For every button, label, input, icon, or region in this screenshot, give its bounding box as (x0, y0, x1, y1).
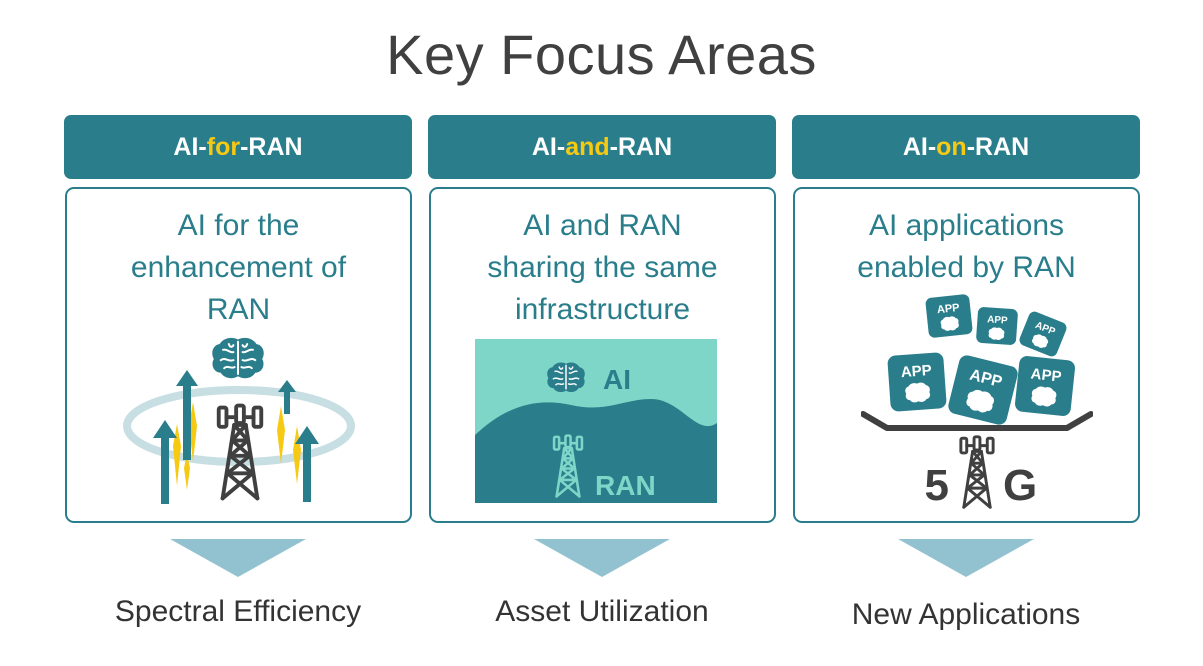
header-suffix: -RAN (966, 132, 1030, 161)
focus-area-ai-and-ran: AI-and-RAN AI and RAN sharing the same i… (428, 0, 776, 666)
description-line: AI for the (177, 209, 300, 242)
app-label: APP (987, 314, 1009, 326)
column-header: AI-on-RAN (792, 115, 1140, 179)
app-label: APP (900, 362, 932, 381)
g-label: G (1003, 461, 1037, 510)
page-title: Key Focus Areas (386, 23, 817, 86)
description-line: AI applications (868, 209, 1065, 242)
app-icon: APP (925, 294, 973, 338)
brain-icon (546, 361, 586, 393)
column-card: AI for the enhancement of RAN (65, 187, 412, 523)
down-arrow-icon (170, 539, 306, 577)
outcome-label: Spectral Efficiency (114, 595, 362, 628)
column-header: AI-for-RAN (64, 115, 412, 179)
header-accent: on (936, 132, 967, 161)
column-card: AI and RAN sharing the same infrastructu… (429, 187, 776, 523)
app-icon: APP (1015, 356, 1075, 416)
header-accent: and (565, 132, 610, 161)
description-line: sharing the same (487, 251, 718, 284)
app-icon: APP (1019, 311, 1067, 357)
app-icon: APP (887, 352, 947, 412)
up-arrow-icons (153, 370, 319, 504)
brain-icon (211, 336, 265, 380)
ai-on-ran-illustration: APP APP APP APP (861, 294, 1093, 510)
header-accent: for (206, 132, 241, 161)
hills-landscape (475, 399, 717, 503)
ai-for-ran-illustration (123, 336, 355, 504)
header-prefix: AI- (173, 132, 207, 161)
description-line: enhancement of (130, 251, 347, 284)
outcome-label: Asset Utilization (495, 595, 709, 628)
column-card: AI applications enabled by RAN APP APP A… (793, 187, 1140, 523)
cell-tower-icon (959, 435, 995, 509)
header-prefix: AI- (902, 132, 937, 161)
app-icon: APP (976, 307, 1018, 345)
description-line: AI and RAN (523, 209, 682, 242)
header-prefix: AI- (531, 132, 566, 161)
ran-label: RAN (595, 470, 656, 501)
down-arrow-icon (898, 539, 1034, 577)
column-header: AI-and-RAN (428, 115, 776, 179)
description-line: RAN (206, 293, 271, 326)
cell-tower-icon (219, 406, 262, 499)
description-line: infrastructure (514, 293, 691, 326)
header-suffix: -RAN (609, 132, 673, 161)
app-icons: APP APP APP APP (887, 294, 1075, 425)
down-arrow-icon (534, 539, 670, 577)
focus-area-ai-for-ran: AI-for-RAN AI for the enhancement of RAN (64, 0, 412, 666)
column-description: AI for the enhancement of RAN (77, 205, 400, 331)
tray-icon (861, 411, 1093, 431)
five-label: 5 (925, 461, 949, 510)
ai-and-ran-illustration: AI RAN (475, 339, 717, 503)
column-description: AI and RAN sharing the same infrastructu… (441, 205, 764, 331)
description-line: enabled by RAN (857, 251, 1076, 284)
outcome-label: New Applications (851, 598, 1081, 631)
focus-area-ai-on-ran: AI-on-RAN AI applications enabled by RAN… (792, 0, 1140, 666)
ai-label: AI (603, 364, 631, 395)
app-label: APP (936, 302, 960, 316)
app-icon: APP (948, 355, 1018, 425)
app-label: APP (1030, 365, 1062, 385)
header-suffix: -RAN (240, 132, 303, 161)
column-description: AI applications enabled by RAN (805, 205, 1128, 289)
